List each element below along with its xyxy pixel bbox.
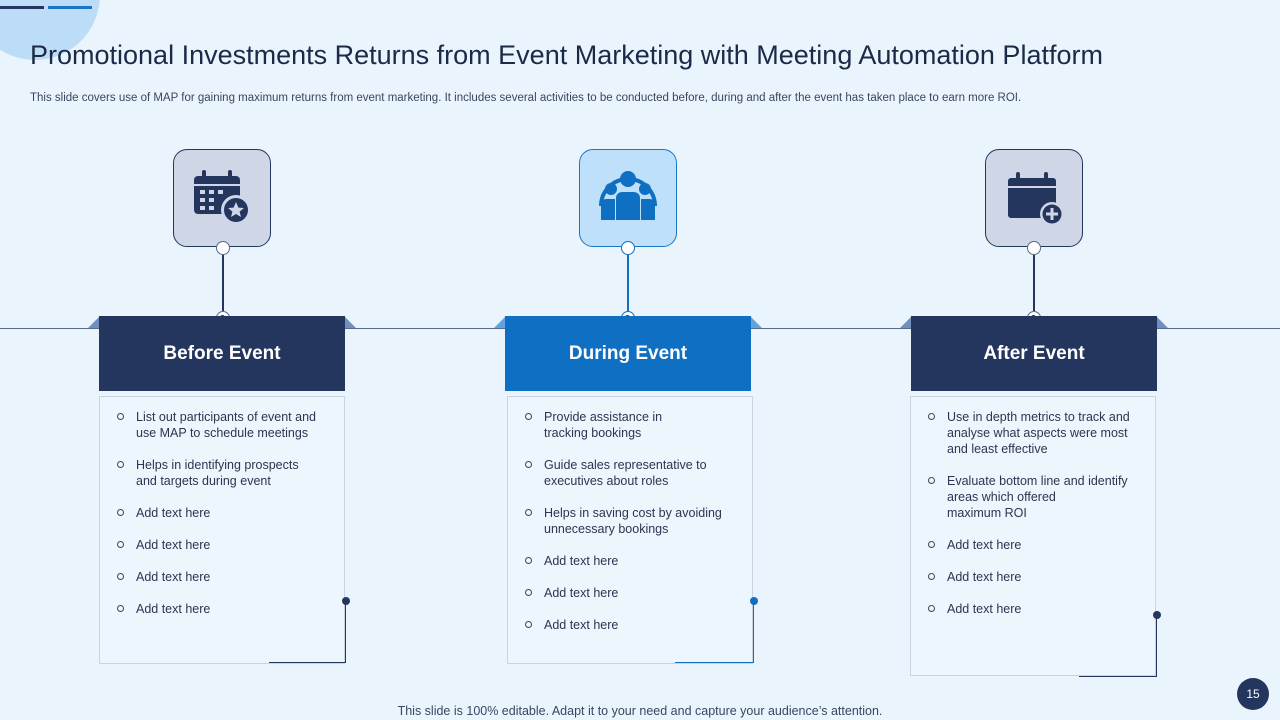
slide-footer: This slide is 100% editable. Adapt it to…: [397, 704, 883, 718]
connector-line: [1033, 255, 1035, 311]
slide-title[interactable]: Promotional Investments Returns from Eve…: [30, 40, 1103, 70]
group-icon: [599, 171, 657, 220]
bracket-dot: [342, 597, 350, 605]
stage-before-event: Before Event List out participants of ev…: [88, 0, 359, 720]
stage-icon-box[interactable]: [579, 149, 677, 247]
list-item[interactable]: Helps in identifying prospects and targe…: [116, 457, 330, 489]
list-item[interactable]: Evaluate bottom line and identify areas …: [927, 473, 1141, 521]
list-item[interactable]: Provide assistance in tracking bookings: [524, 409, 738, 441]
list-item[interactable]: List out participants of event and use M…: [116, 409, 330, 441]
connector-line: [222, 255, 224, 311]
accent-bar-navy: [0, 6, 44, 9]
calendar-add-icon: [1008, 172, 1064, 226]
connector-line: [627, 255, 629, 311]
corner-bracket: [1079, 615, 1157, 677]
slide-subtitle[interactable]: This slide covers use of MAP for gaining…: [30, 92, 1022, 104]
stage-list: Provide assistance in tracking bookings …: [524, 409, 738, 633]
stage-list: List out participants of event and use M…: [116, 409, 330, 617]
stage-list: Use in depth metrics to track and analys…: [927, 409, 1141, 617]
list-item[interactable]: Add text here: [116, 601, 330, 617]
icon-connector-knob: [621, 241, 635, 255]
list-item[interactable]: Add text here: [116, 505, 330, 521]
stage-content-box: Use in depth metrics to track and analys…: [910, 396, 1156, 676]
list-item[interactable]: Use in depth metrics to track and analys…: [927, 409, 1141, 457]
stage-after-event: After Event Use in depth metrics to trac…: [900, 0, 1171, 720]
header-wing-left: [900, 317, 911, 328]
stage-content-box: List out participants of event and use M…: [99, 396, 345, 664]
list-item[interactable]: Add text here: [927, 537, 1141, 553]
stage-header[interactable]: After Event: [911, 316, 1157, 391]
list-item[interactable]: Add text here: [524, 617, 738, 633]
list-item[interactable]: Guide sales representative to executives…: [524, 457, 738, 489]
list-item[interactable]: Add text here: [927, 601, 1141, 617]
list-item[interactable]: Add text here: [524, 585, 738, 601]
icon-connector-knob: [1027, 241, 1041, 255]
accent-bar-blue: [48, 6, 92, 9]
list-item[interactable]: Add text here: [524, 553, 738, 569]
header-wing-left: [88, 317, 99, 328]
bracket-dot: [1153, 611, 1161, 619]
stage-header[interactable]: During Event: [505, 316, 751, 391]
page-number-badge: 15: [1237, 678, 1269, 710]
stage-header[interactable]: Before Event: [99, 316, 345, 391]
list-item[interactable]: Add text here: [116, 569, 330, 585]
header-wing-left: [494, 317, 505, 328]
stage-icon-box[interactable]: [985, 149, 1083, 247]
calendar-star-icon: [194, 170, 251, 225]
stage-icon-box[interactable]: [173, 149, 271, 247]
list-item[interactable]: Add text here: [116, 537, 330, 553]
corner-bracket: [675, 601, 754, 663]
header-wing-right: [345, 317, 356, 328]
stage-content-box: Provide assistance in tracking bookings …: [507, 396, 753, 664]
icon-connector-knob: [216, 241, 230, 255]
list-item[interactable]: Helps in saving cost by avoiding unneces…: [524, 505, 738, 537]
stage-during-event: During Event Provide assistance in track…: [494, 0, 765, 720]
list-item[interactable]: Add text here: [927, 569, 1141, 585]
header-wing-right: [751, 317, 762, 328]
corner-bracket: [269, 601, 346, 663]
header-wing-right: [1157, 317, 1168, 328]
bracket-dot: [750, 597, 758, 605]
